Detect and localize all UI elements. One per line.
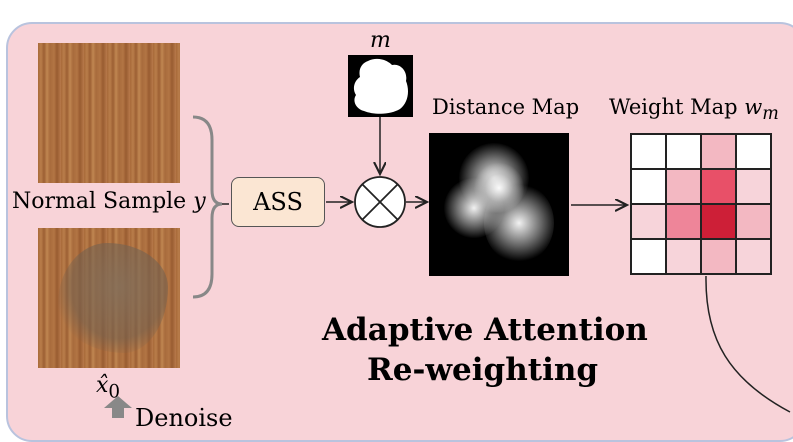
mask-label: m [370,28,391,53]
weight-cell [702,135,735,168]
weight-cell [737,170,770,203]
mask-image [348,55,413,117]
distance-map-image [429,133,569,276]
denoised-sample-image [38,228,180,368]
weight-cell [632,240,665,273]
ass-label: ASS [253,188,303,216]
ass-block: ASS [231,177,325,227]
weight-cell [737,205,770,238]
weight-cell [702,170,735,203]
distance-map-label: Distance Map [432,95,580,119]
weight-cell [667,240,700,273]
weight-output-curve [705,275,791,413]
x0-hat-label: x̂0 [96,373,121,403]
mask-shape [353,58,408,114]
distance-blob [474,163,524,213]
title-line-1: Adaptive Attention [322,312,648,348]
weight-cell [702,205,735,238]
weight-cell [737,240,770,273]
denoise-up-arrow [104,396,132,418]
brace [192,115,223,299]
multiply-operator [354,176,406,228]
weight-cell [667,170,700,203]
weight-cell [632,135,665,168]
weight-cell [667,205,700,238]
weight-cell [737,135,770,168]
normal-sample-label: Normal Sample y [12,189,206,214]
normal-sample-image [38,43,180,183]
weight-cell [702,240,735,273]
weight-cell [632,205,665,238]
title-line-2: Re-weighting [367,352,599,388]
defect-stain [58,243,168,353]
weight-cell [667,135,700,168]
connectors-overlay [104,115,791,418]
weight-cell [632,170,665,203]
weight-map-grid [630,133,772,275]
weight-map-label: Weight Map wm [609,95,779,125]
